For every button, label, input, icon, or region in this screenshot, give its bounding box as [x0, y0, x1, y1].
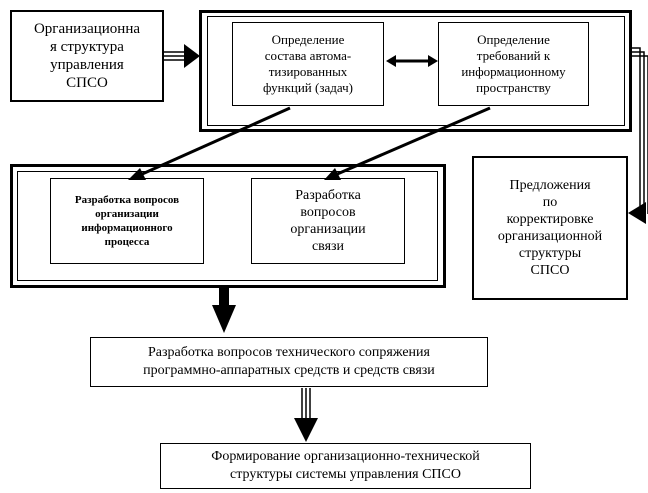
- formation-label: Формирование организационно-технической …: [211, 449, 480, 482]
- dev-info-process-box: Разработка вопросов организации информац…: [50, 178, 204, 264]
- middle-group-inner-frame: [17, 171, 438, 281]
- tech-interface-box: Разработка вопросов технического сопряже…: [90, 337, 488, 387]
- arrow-middle-group-to-tech-interface: [212, 288, 236, 333]
- tech-interface-label: Разработка вопросов технического сопряже…: [143, 345, 435, 378]
- define-functions-box: Определение состава автома- тизированных…: [232, 22, 384, 106]
- org-structure-label: Организационна я структура управления СП…: [33, 21, 141, 91]
- arrow-tech-interface-to-formation: [294, 388, 318, 442]
- proposals-box: Предложения по корректировке организацио…: [472, 156, 628, 300]
- arrow-org-to-top-group: [164, 44, 200, 68]
- proposals-label: Предложения по корректировке организацио…: [497, 178, 603, 278]
- arrow-functions-to-info-process: [128, 106, 291, 180]
- top-group-outer-frame: [199, 10, 632, 132]
- dev-info-process-label: Разработка вопросов организации информац…: [74, 194, 180, 248]
- arrow-top-group-to-proposals: [628, 47, 648, 224]
- define-functions-label: Определение состава автома- тизированных…: [263, 32, 353, 95]
- middle-group-outer-frame: [10, 164, 446, 288]
- dev-communications-label: Разработка вопросов организации связи: [290, 188, 366, 254]
- top-group-inner-frame: [207, 16, 625, 126]
- dev-communications-box: Разработка вопросов организации связи: [251, 178, 405, 264]
- arrow-functions-requirements-bidirectional: [386, 55, 438, 67]
- org-structure-box: Организационна я структура управления СП…: [10, 10, 164, 102]
- formation-box: Формирование организационно-технической …: [160, 443, 531, 489]
- define-requirements-label: Определение требований к информационному…: [461, 32, 566, 95]
- define-requirements-box: Определение требований к информационному…: [438, 22, 589, 106]
- arrow-requirements-to-communications: [324, 106, 491, 180]
